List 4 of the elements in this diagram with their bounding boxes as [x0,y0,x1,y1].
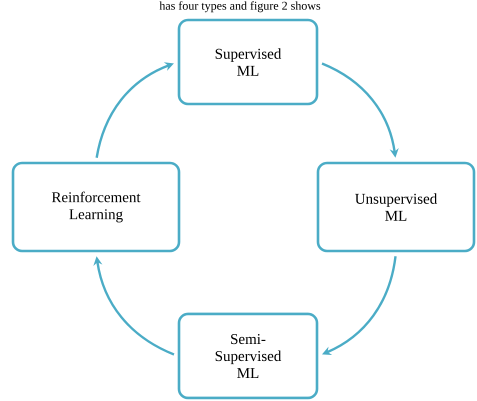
process-box: Semi-Supervised ML [178,312,318,400]
process-box: Unsupervised ML [316,162,476,252]
process-box: Supervised ML [178,18,318,106]
process-box: Reinforcement Learning [12,162,180,252]
